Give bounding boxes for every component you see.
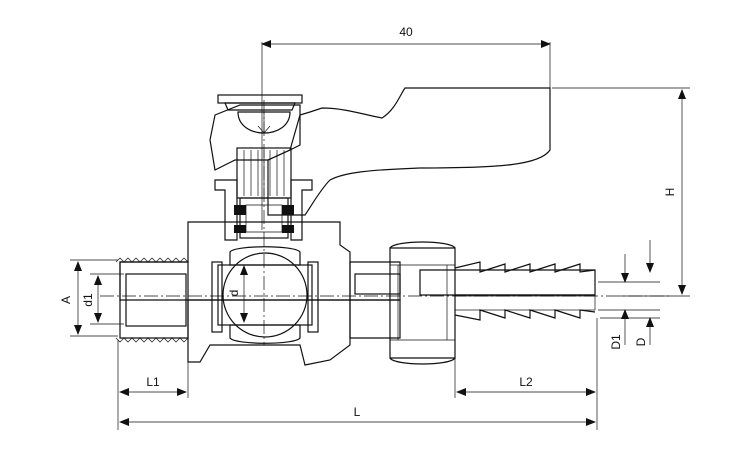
handle-lever	[209, 87, 551, 216]
bonnet	[214, 179, 313, 241]
hose-barb	[419, 261, 596, 321]
dim-left-diameters: A d1	[59, 259, 124, 337]
top-cap	[217, 94, 303, 134]
dim-label-D1: D1	[609, 334, 623, 350]
dim-label-d1: d1	[81, 293, 95, 307]
dim-top-width: 40	[261, 25, 551, 230]
valve-ball	[211, 246, 319, 344]
dim-left-length: L1	[117, 340, 189, 430]
dim-right-diameters: D1 D	[598, 240, 660, 350]
dim-label-H: H	[663, 188, 677, 197]
dim-label-d: d	[227, 290, 241, 297]
dim-label-L: L	[354, 405, 361, 419]
dim-total-length: L	[119, 405, 596, 426]
dim-label-L1: L1	[146, 375, 160, 389]
dim-label-A: A	[59, 296, 73, 304]
outlet-nipple	[349, 261, 401, 339]
dim-label-D: D	[634, 337, 648, 346]
dim-height: H	[552, 87, 690, 297]
dim-right-length: L2	[454, 315, 598, 430]
dim-label-L2: L2	[519, 375, 533, 389]
dim-label-40: 40	[399, 25, 413, 39]
dim-bore: d	[227, 265, 248, 323]
